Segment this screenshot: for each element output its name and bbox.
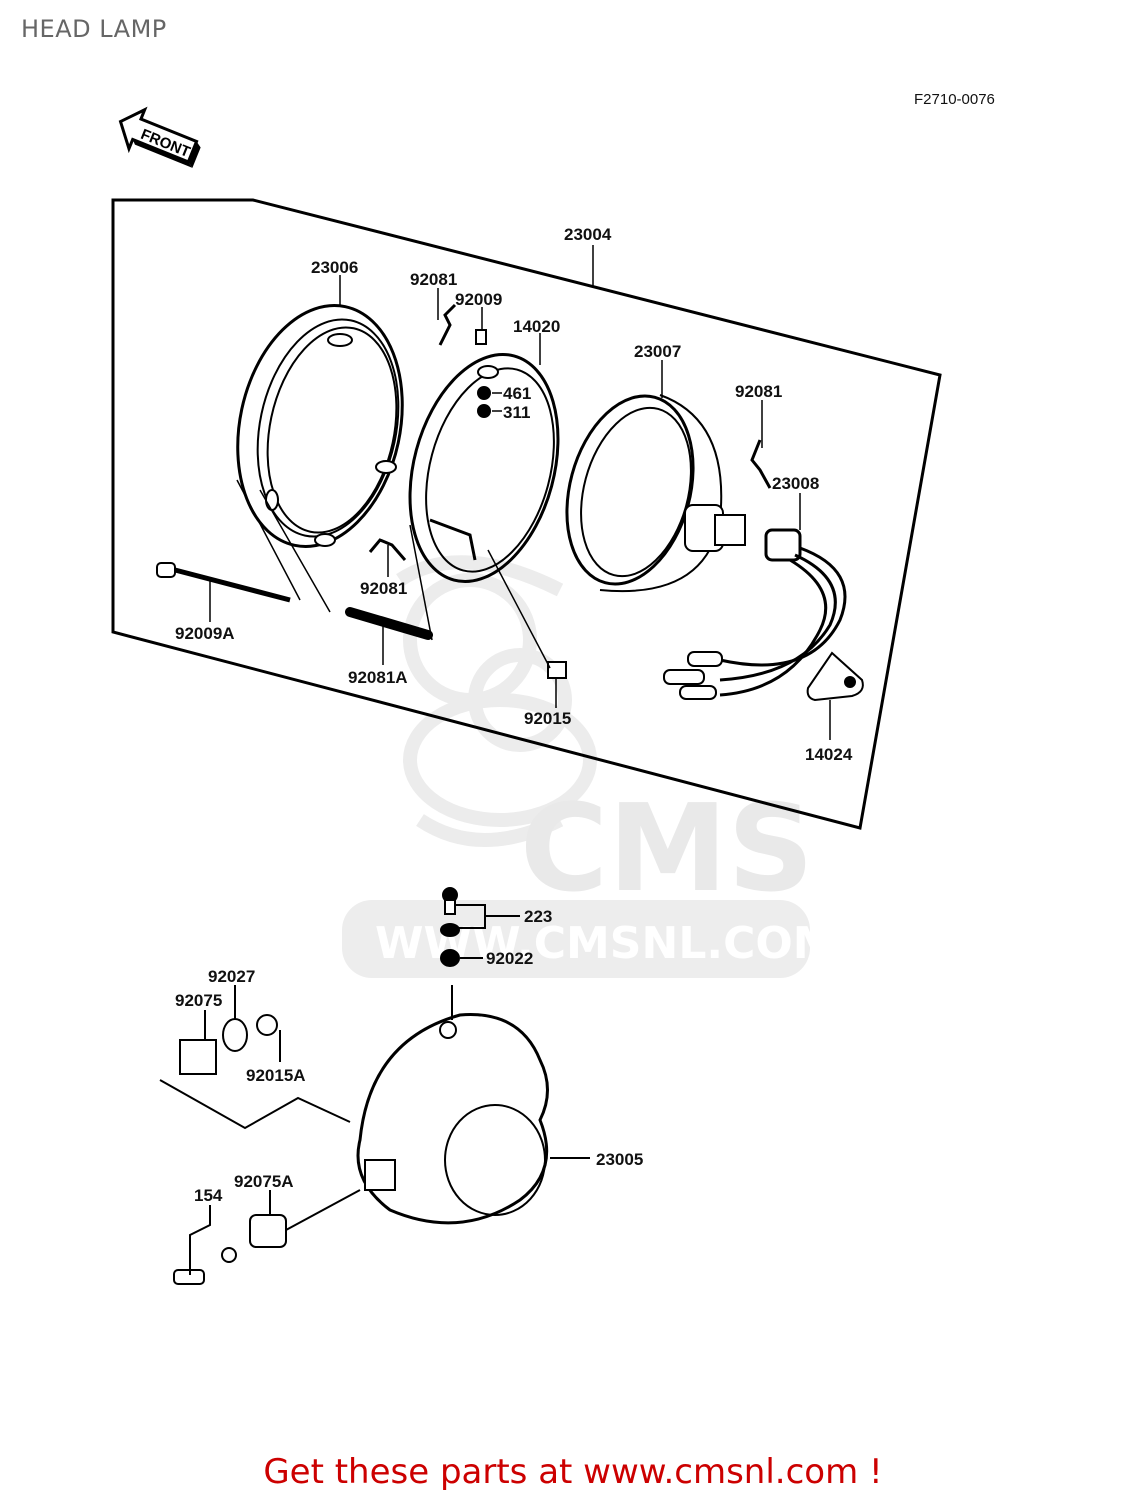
part-92015-nut bbox=[547, 661, 567, 679]
label-14024: 14024 bbox=[805, 745, 853, 764]
label-92081A: 92081A bbox=[348, 668, 408, 687]
part-14024-grommet bbox=[806, 651, 864, 702]
label-14020: 14020 bbox=[513, 317, 560, 336]
label-92015A: 92015A bbox=[246, 1066, 306, 1085]
part-92081-clip-right bbox=[750, 439, 772, 489]
label-92009A: 92009A bbox=[175, 624, 235, 643]
watermark: CMS WWW.CMSNL.COM bbox=[342, 555, 837, 978]
part-92081-clip-mid bbox=[368, 538, 407, 561]
label-23008: 23008 bbox=[772, 474, 819, 493]
label-92081-mid: 92081 bbox=[360, 579, 407, 598]
watermark-logo: CMS bbox=[520, 780, 814, 919]
part-14020-inner-ring bbox=[408, 352, 560, 584]
left-parts bbox=[159, 985, 361, 1285]
get-parts-link[interactable]: Get these parts at www.cmsnl.com ! bbox=[263, 1452, 883, 1492]
part-labels: 23004 23006 92081 92009 14020 461 311 23… bbox=[175, 225, 853, 1205]
label-23007: 23007 bbox=[634, 342, 681, 361]
label-92009: 92009 bbox=[455, 290, 502, 309]
page-title: HEAD LAMP bbox=[21, 15, 167, 43]
label-92015: 92015 bbox=[524, 709, 571, 728]
label-92027: 92027 bbox=[208, 967, 255, 986]
part-92075 bbox=[179, 1039, 217, 1075]
part-223-screw-set bbox=[440, 887, 520, 967]
part-23006-rim bbox=[236, 304, 404, 548]
front-arrow-icon: FRONT bbox=[118, 106, 201, 168]
label-92075A: 92075A bbox=[234, 1172, 294, 1191]
part-92009-screw bbox=[475, 329, 487, 345]
part-154-washer bbox=[221, 1247, 237, 1263]
assembly-outline-23004 bbox=[111, 198, 942, 830]
part-23008-socket bbox=[663, 528, 847, 700]
label-461: 461 bbox=[503, 384, 531, 403]
label-92075: 92075 bbox=[175, 991, 222, 1010]
label-23005: 23005 bbox=[596, 1150, 643, 1169]
label-154: 154 bbox=[194, 1186, 223, 1205]
diagram-code: F2710-0076 bbox=[914, 91, 995, 108]
part-92075A bbox=[249, 1214, 287, 1248]
label-92081-top: 92081 bbox=[410, 270, 457, 289]
part-92027 bbox=[222, 1018, 248, 1052]
label-23004: 23004 bbox=[564, 225, 612, 244]
part-23005-housing bbox=[356, 985, 590, 1225]
part-92081A-spring bbox=[345, 607, 433, 640]
part-92081-clip-top bbox=[438, 303, 457, 346]
part-311 bbox=[477, 404, 491, 418]
label-311: 311 bbox=[503, 403, 530, 422]
part-23007-sealed-beam bbox=[565, 394, 746, 593]
label-223: 223 bbox=[524, 907, 552, 926]
label-23006: 23006 bbox=[311, 258, 358, 277]
part-92015A bbox=[256, 1014, 278, 1036]
leader-lines-upper bbox=[209, 245, 831, 740]
small-parts bbox=[368, 303, 772, 679]
part-92009A-bolt bbox=[156, 562, 291, 603]
label-92022: 92022 bbox=[486, 949, 533, 968]
label-92081-right: 92081 bbox=[735, 382, 782, 401]
part-461 bbox=[477, 386, 491, 400]
